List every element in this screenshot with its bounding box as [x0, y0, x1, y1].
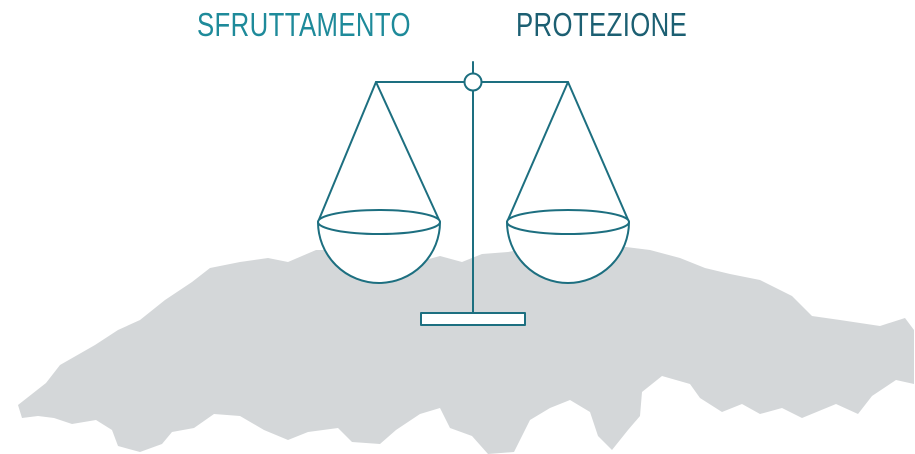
left-pan-rim [317, 209, 441, 235]
scale-pivot [463, 72, 483, 92]
right-pan-string-left [506, 81, 569, 223]
right-label-protezione: PROTEZIONE [516, 6, 688, 43]
balance-scale-icon [317, 61, 630, 326]
right-pan-rim [506, 209, 630, 235]
left-label-sfruttamento: SFRUTTAMENTO [197, 6, 411, 43]
switzerland-map-icon [18, 246, 914, 454]
scale-base [420, 312, 526, 326]
right-pan-string-right [567, 81, 630, 223]
right-pan-bowl [506, 221, 630, 284]
left-pan-bowl [317, 221, 441, 284]
left-pan-string-right [375, 81, 441, 223]
left-pan-string-left [317, 81, 377, 223]
